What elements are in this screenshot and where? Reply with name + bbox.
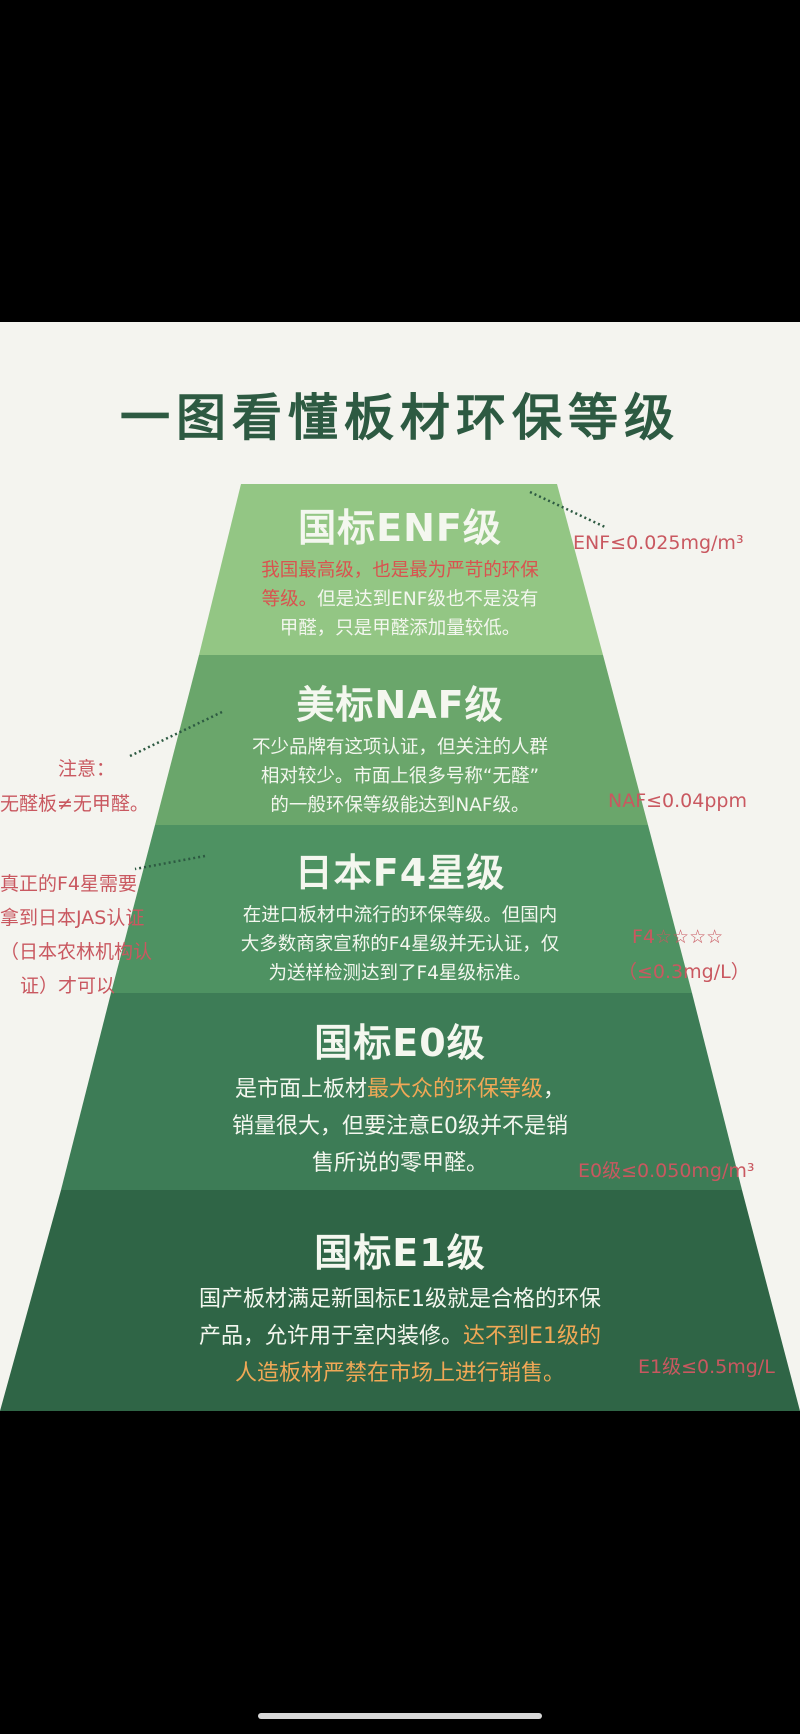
level-title: 国标ENF级: [298, 506, 502, 550]
desc-segment: 在进口板材中流行的环保等级。但国内: [242, 905, 558, 926]
desc-segment: 售所说的零甲醛。: [311, 1151, 488, 1176]
desc-line: 为送样检测达到了F4星级标准。: [0, 959, 800, 988]
desc-segment: ，: [543, 1077, 566, 1102]
desc-segment: 销量很大，但要注意E0级并不是销: [232, 1114, 568, 1139]
enf-limit: ENF≤0.025mg/m³: [573, 532, 744, 554]
desc-line: 人造板材严禁在市场上进行销售。: [0, 1355, 800, 1392]
level-desc: 不少品牌有这项认证，但关注的人群相对较少。市面上很多号称“无醛” 的一般环保等级能…: [0, 733, 800, 820]
layer-e1: [0, 1190, 800, 1411]
naf-note-title: 注意：: [58, 758, 116, 780]
layer-e0: [61, 993, 742, 1190]
desc-line: 的一般环保等级能达到NAF级。: [0, 791, 800, 820]
desc-line: 在进口板材中流行的环保等级。但国内: [0, 901, 800, 930]
e1-limit: E1级≤0.5mg/L: [638, 1356, 775, 1378]
layer-f4: [111, 825, 692, 993]
desc-segment: 等级。: [261, 589, 318, 610]
desc-segment: 但是达到ENF级也不是没有: [317, 589, 539, 610]
level-e1: 国标E1级 国产板材满足新国标E1级就是合格的环保产品，允许用于室内装修。达不到…: [0, 1222, 800, 1392]
level-desc: 国产板材满足新国标E1级就是合格的环保产品，允许用于室内装修。达不到E1级的人造…: [0, 1281, 800, 1392]
f4-note-line: 真正的F4星需要: [0, 873, 138, 895]
level-title: 国标E0级: [314, 1021, 486, 1065]
desc-line: 我国最高级，也是最为严苛的环保: [0, 556, 800, 585]
f4-limit-value: （≤0.3mg/L）: [618, 961, 750, 983]
level-e0: 国标E0级 是市面上板材最大众的环保等级， 销量很大，但要注意E0级并不是销售所说…: [0, 1012, 800, 1182]
desc-line: 相对较少。市面上很多号称“无醛”: [0, 762, 800, 791]
desc-segment: 甲醛，只是甲醛添加量较低。: [279, 618, 521, 639]
desc-line: 产品，允许用于室内装修。达不到E1级的: [0, 1318, 800, 1355]
desc-segment: 不少品牌有这项认证，但关注的人群: [251, 737, 548, 758]
f4-note: 真正的F4星需要 拿到日本JAS认证 （日本农林机构认 证）才可以: [0, 867, 152, 1003]
level-desc: 是市面上板材最大众的环保等级， 销量很大，但要注意E0级并不是销售所说的零甲醛。: [0, 1071, 800, 1182]
desc-line: 大多数商家宣称的F4星级并无认证，仅: [0, 930, 800, 959]
desc-segment: 最大众的环保等级: [366, 1077, 543, 1102]
desc-line: 是市面上板材最大众的环保等级，: [0, 1071, 800, 1108]
naf-note: 无醛板≠无甲醛。: [0, 793, 149, 815]
naf-limit: NAF≤0.04ppm: [608, 790, 747, 812]
layer-naf: [155, 655, 648, 825]
f4-note-line: （日本农林机构认: [0, 941, 153, 963]
level-desc: 我国最高级，也是最为严苛的环保等级。但是达到ENF级也不是没有甲醛，只是甲醛添加…: [0, 556, 800, 643]
layer-enf: [199, 484, 603, 655]
arrow-enf: [529, 490, 606, 529]
desc-segment: 大多数商家宣称的F4星级并无认证，仅: [240, 934, 560, 955]
desc-segment: 人造板材严禁在市场上进行销售。: [234, 1361, 565, 1386]
desc-line: 国产板材满足新国标E1级就是合格的环保: [0, 1281, 800, 1318]
desc-line: 等级。但是达到ENF级也不是没有: [0, 585, 800, 614]
level-f4: 日本F4星级 在进口板材中流行的环保等级。但国内大多数商家宣称的F4星级并无认证…: [0, 842, 800, 988]
desc-line: 不少品牌有这项认证，但关注的人群: [0, 733, 800, 762]
level-title: 日本F4星级: [294, 851, 506, 895]
f4-note-line: 拿到日本JAS认证: [0, 907, 145, 929]
desc-segment: 相对较少。市面上很多号称“无醛”: [260, 766, 540, 787]
desc-segment: 是市面上板材: [234, 1077, 367, 1102]
level-title: 美标NAF级: [296, 683, 504, 727]
desc-line: 甲醛，只是甲醛添加量较低。: [0, 614, 800, 643]
pyramid: [0, 484, 800, 1411]
desc-line: 售所说的零甲醛。: [0, 1145, 800, 1182]
desc-segment: 产品，允许用于室内装修。: [199, 1324, 464, 1349]
desc-segment: 的一般环保等级能达到NAF级。: [270, 795, 530, 816]
level-title: 国标E1级: [314, 1231, 486, 1275]
level-desc: 在进口板材中流行的环保等级。但国内大多数商家宣称的F4星级并无认证，仅为送样检测…: [0, 901, 800, 988]
arrow-naf: [127, 710, 223, 759]
level-naf: 美标NAF级 不少品牌有这项认证，但关注的人群相对较少。市面上很多号称“无醛” 的…: [0, 674, 800, 820]
poster: 一图看懂板材环保等级 国标ENF级 我国最高级，也是最为严苛的环保等级。但是达到…: [0, 322, 800, 1411]
desc-segment: 达不到E1级的: [463, 1324, 601, 1349]
page-title: 一图看懂板材环保等级: [120, 389, 680, 447]
desc-line: 销量很大，但要注意E0级并不是销: [0, 1108, 800, 1145]
home-indicator[interactable]: [258, 1713, 542, 1719]
desc-segment: 为送样检测达到了F4星级标准。: [268, 963, 532, 984]
f4-note-line: 证）才可以: [20, 975, 116, 997]
desc-segment: 我国最高级，也是最为严苛的环保: [261, 560, 539, 581]
f4-limit: F4☆☆☆☆: [632, 926, 724, 948]
desc-segment: 国产板材满足新国标E1级就是合格的环保: [199, 1287, 601, 1312]
e0-limit: E0级≤0.050mg/m³: [578, 1160, 755, 1182]
arrow-f4: [134, 854, 206, 871]
level-enf: 国标ENF级 我国最高级，也是最为严苛的环保等级。但是达到ENF级也不是没有甲醛…: [0, 497, 800, 643]
